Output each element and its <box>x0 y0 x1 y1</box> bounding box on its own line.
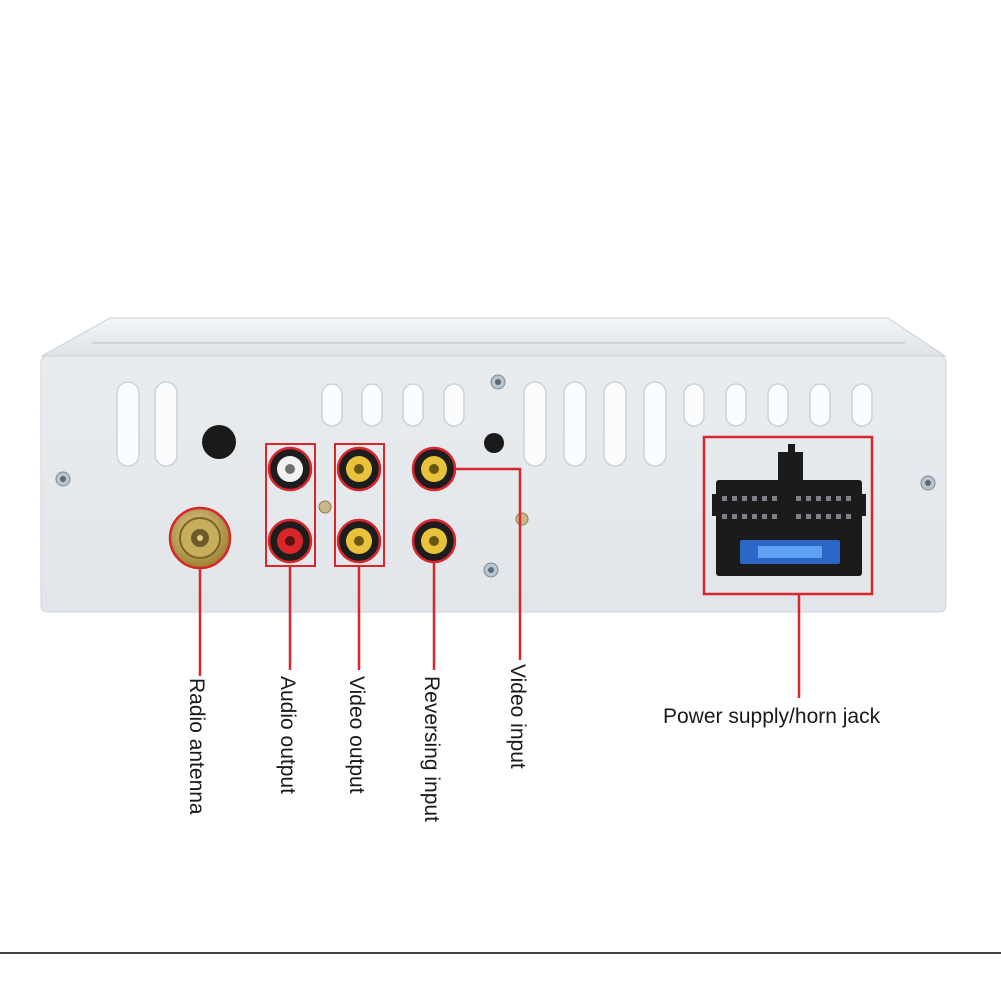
screw-icon <box>483 562 499 578</box>
label-audio-output: Audio output <box>276 676 299 794</box>
label-reversing-input: Reversing input <box>420 676 443 822</box>
chassis-top <box>40 317 947 357</box>
vent-slots <box>116 381 873 467</box>
screw-icon <box>920 475 936 491</box>
rca-audio-left <box>267 446 313 492</box>
label-radio-antenna: Radio antenna <box>185 678 208 815</box>
screw-icon <box>515 512 529 526</box>
label-video-output: Video output <box>345 676 368 794</box>
screw-icon <box>55 471 71 487</box>
mounting-hole <box>202 425 236 459</box>
rca-audio-right <box>267 518 313 564</box>
divider-line <box>0 952 1001 954</box>
label-video-input: Video input <box>506 664 529 769</box>
radio-antenna-jack <box>168 506 232 570</box>
power-connector <box>702 435 874 596</box>
label-power-supply: Power supply/horn jack <box>663 705 881 728</box>
mounting-hole <box>484 433 504 453</box>
rca-video-input <box>411 446 457 492</box>
screw-icon <box>318 500 332 514</box>
callout-leader-lines <box>198 467 801 698</box>
rca-video-output-1 <box>336 446 382 492</box>
screw-icon <box>490 374 506 390</box>
rca-reversing-input <box>411 518 457 564</box>
rca-video-output-2 <box>336 518 382 564</box>
